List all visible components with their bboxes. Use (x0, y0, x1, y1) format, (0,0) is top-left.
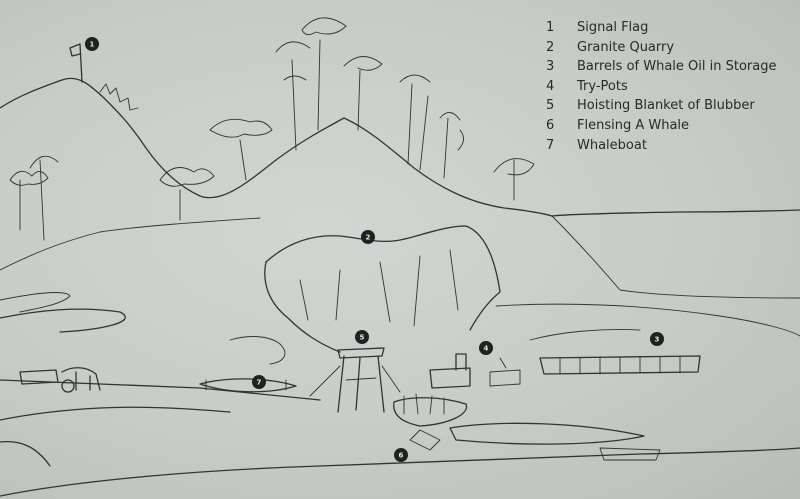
legend-item: 2 Granite Quarry (546, 38, 776, 58)
whaleboat (199, 378, 297, 393)
svg-text:2: 2 (366, 234, 371, 242)
marker-5: 5 (355, 330, 369, 344)
legend-number: 2 (546, 39, 555, 55)
marker-2: 2 (361, 230, 375, 244)
legend-item: 5 Hoisting Blanket of Blubber (546, 96, 776, 116)
legend-number: 6 (546, 117, 555, 133)
svg-text:4: 4 (484, 345, 489, 353)
shoreline (0, 292, 800, 497)
legend-item: 7 Whaleboat (546, 136, 776, 156)
marker-1: 1 (85, 37, 99, 51)
legend-item: 1 Signal Flag (546, 18, 776, 38)
legend-number: 4 (546, 78, 555, 94)
whale-carcass (449, 422, 661, 461)
signal-flag (69, 43, 83, 83)
quarry-cliff (264, 225, 501, 353)
hillside (0, 77, 800, 299)
marker-3: 3 (650, 332, 664, 346)
marker-7: 7 (252, 375, 266, 389)
legend-label: Signal Flag (577, 20, 649, 35)
hoisting-rig (309, 347, 401, 413)
svg-text:7: 7 (257, 379, 262, 387)
legend-label: Hoisting Blanket of Blubber (577, 98, 755, 114)
legend-item: 4 Try-Pots (546, 77, 776, 97)
legend-label: Granite Quarry (577, 39, 675, 55)
barrels (539, 355, 701, 375)
ox-cart (19, 367, 101, 393)
marker-6: 6 (394, 448, 408, 462)
legend: 1 Signal Flag 2 Granite Quarry 3 Barrels of… (546, 18, 776, 155)
legend-label: Barrels of Whale Oil in Storage (577, 59, 777, 75)
legend-label: Try-Pots (577, 78, 628, 94)
legend-number: 5 (546, 98, 555, 114)
legend-number: 3 (546, 59, 555, 75)
marker-4: 4 (479, 341, 493, 355)
svg-text:6: 6 (399, 452, 404, 460)
flensing-scene (393, 393, 468, 451)
svg-text:3: 3 (655, 336, 660, 344)
legend-item: 3 Barrels of Whale Oil in Storage (546, 57, 776, 77)
svg-text:1: 1 (90, 41, 95, 49)
try-works (429, 353, 521, 389)
legend-item: 6 Flensing A Whale (546, 116, 776, 136)
legend-number: 1 (546, 20, 555, 35)
legend-label: Flensing A Whale (577, 117, 690, 133)
legend-label: Whaleboat (577, 137, 647, 153)
svg-text:5: 5 (360, 334, 365, 342)
trees (9, 17, 535, 241)
legend-number: 7 (546, 137, 555, 153)
